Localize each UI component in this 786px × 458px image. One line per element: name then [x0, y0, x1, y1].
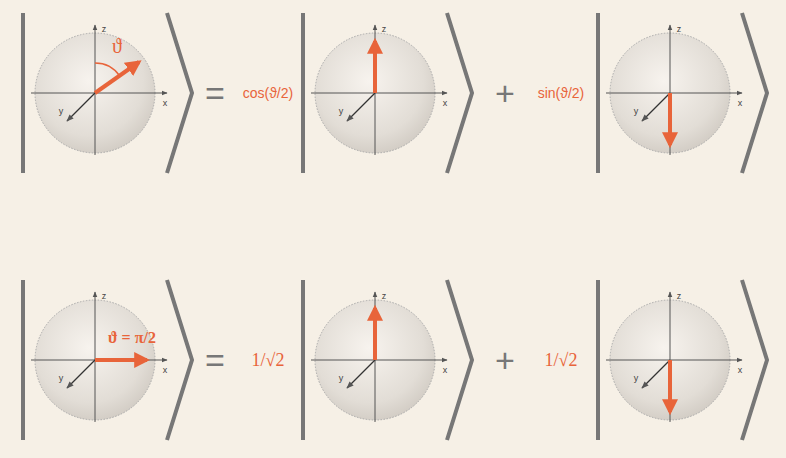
bloch-sphere — [23, 280, 192, 440]
axis-label: x — [738, 99, 743, 108]
axis-label: z — [382, 25, 387, 34]
axis-label: z — [677, 25, 682, 34]
bloch-sphere — [598, 280, 767, 440]
axis-label: x — [443, 366, 448, 375]
axis-label: y — [634, 374, 639, 383]
axis-label: x — [163, 99, 168, 108]
plus-sign: + — [495, 76, 515, 110]
angle-label: ϑ — [112, 36, 122, 56]
bloch-sphere — [598, 13, 767, 173]
axis-label: z — [677, 292, 682, 301]
axis-label: y — [634, 107, 639, 116]
bloch-sphere — [303, 280, 472, 440]
angle-label: ϑ = π/2 — [108, 330, 156, 346]
axis-label: y — [339, 107, 344, 116]
equals-sign: = — [205, 343, 225, 377]
axis-label: x — [738, 366, 743, 375]
coefficient: 1/√2 — [545, 351, 578, 369]
coefficient: cos(ϑ/2) — [243, 86, 293, 100]
axis-label: x — [443, 99, 448, 108]
coefficient: 1/√2 — [252, 351, 285, 369]
axis-label: z — [102, 292, 107, 301]
bloch-sphere — [303, 13, 472, 173]
equals-sign: = — [205, 76, 225, 110]
axis-label: z — [382, 292, 387, 301]
axis-label: z — [102, 25, 107, 34]
axis-label: y — [339, 374, 344, 383]
plus-sign: + — [495, 343, 515, 377]
bloch-sphere — [23, 13, 192, 173]
axis-label: y — [59, 107, 64, 116]
coefficient: sin(ϑ/2) — [538, 86, 585, 100]
axis-label: y — [59, 374, 64, 383]
axis-label: x — [163, 366, 168, 375]
